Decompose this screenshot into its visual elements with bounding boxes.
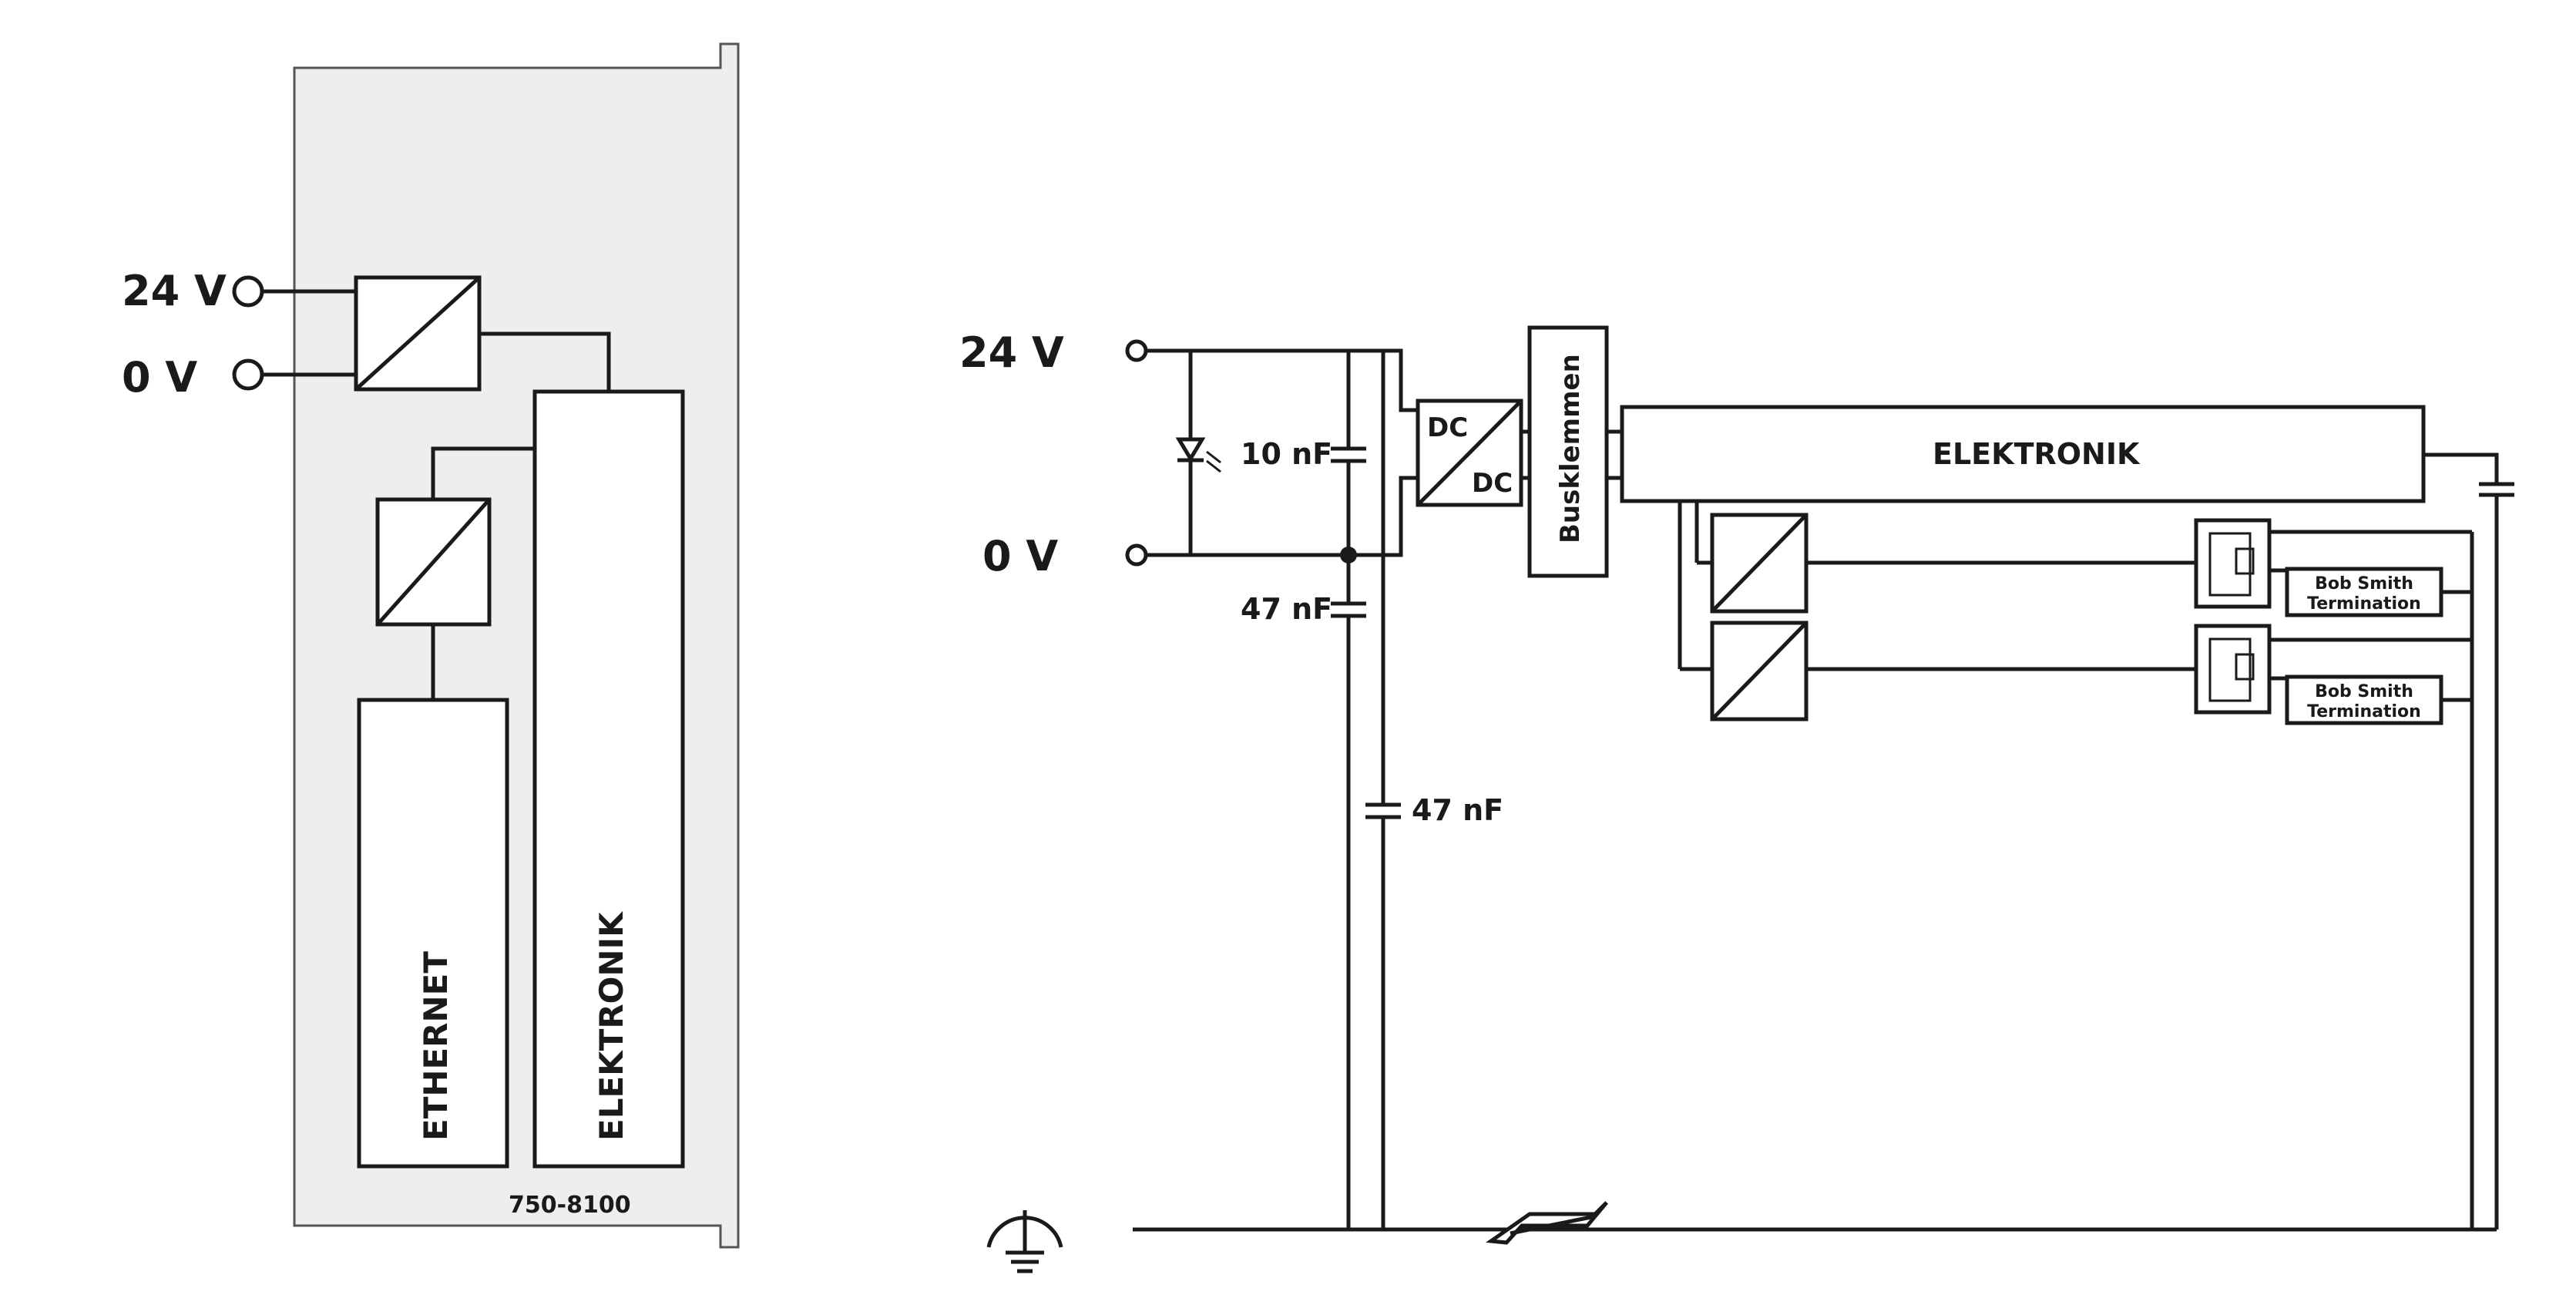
termination-2-box: Bob Smith Termination <box>2285 674 2443 725</box>
module-0v-label: 0 V <box>122 353 197 402</box>
termination-1-line2: Termination <box>2307 594 2421 614</box>
capacitor-47nf-upper-label: 47 nF <box>1241 592 1332 626</box>
din-rail-icon <box>1486 1201 1608 1245</box>
capacitor-47nf-lower-label: 47 nF <box>1412 793 1503 827</box>
port-converter-1 <box>1710 513 1809 614</box>
circuit-0v-label: 0 V <box>982 532 1058 580</box>
circuit-0v-terminal[interactable] <box>1125 543 1148 567</box>
module-24v-terminal[interactable] <box>232 275 264 308</box>
module-0v-terminal[interactable] <box>232 358 264 391</box>
busklemmen-box: Busklemmen <box>1527 325 1609 578</box>
circuit-schematic: 24 V 0 V 10 nF <box>959 325 2514 1273</box>
capacitor-47nf-upper <box>1331 555 1366 1229</box>
module-24v-label: 24 V <box>122 267 227 315</box>
module-elektronik-box: ELEKTRONIK <box>532 389 685 1169</box>
busklemmen-label: Busklemmen <box>1555 354 1586 543</box>
termination-2-line2: Termination <box>2307 702 2421 722</box>
dc-input-label: DC <box>1427 412 1468 443</box>
capacitor-feedback <box>2423 452 2514 1229</box>
capacitor-10nf <box>1331 351 1366 555</box>
port-converter-2 <box>1710 621 1809 722</box>
module-ethernet-box: ETHERNET <box>357 698 509 1169</box>
module-power-converter <box>354 275 482 392</box>
circuit-24v-terminal[interactable] <box>1125 339 1148 362</box>
dc-converter-icon: DC DC <box>1416 399 1523 507</box>
rj45-port-icon[interactable] <box>2194 518 2272 609</box>
module-ethernet-label: ETHERNET <box>417 951 455 1141</box>
rj45-port-icon[interactable] <box>2194 624 2272 715</box>
termination-1-line1: Bob Smith <box>2315 574 2413 594</box>
termination-2-line1: Bob Smith <box>2315 682 2413 701</box>
capacitor-10nf-label: 10 nF <box>1241 437 1332 471</box>
capacitor-47nf-lower <box>1365 351 1401 1229</box>
ground-icon <box>986 1210 1063 1273</box>
circuit-elektronik-label: ELEKTRONIK <box>1933 437 2141 471</box>
termination-1-box: Bob Smith Termination <box>2285 567 2443 617</box>
module-elektronik-label: ELEKTRONIK <box>593 911 630 1141</box>
circuit-elektronik-box: ELEKTRONIK <box>1620 405 2426 503</box>
module-ethernet-converter <box>375 497 492 627</box>
circuit-24v-label: 24 V <box>959 328 1064 377</box>
model-number: 750-8100 <box>509 1192 631 1219</box>
led-icon <box>1175 351 1221 555</box>
module-block: 24 V 0 V ELEKTRONIK ETHERNET 750-8100 <box>122 42 740 1249</box>
dc-output-label: DC <box>1472 468 1513 499</box>
